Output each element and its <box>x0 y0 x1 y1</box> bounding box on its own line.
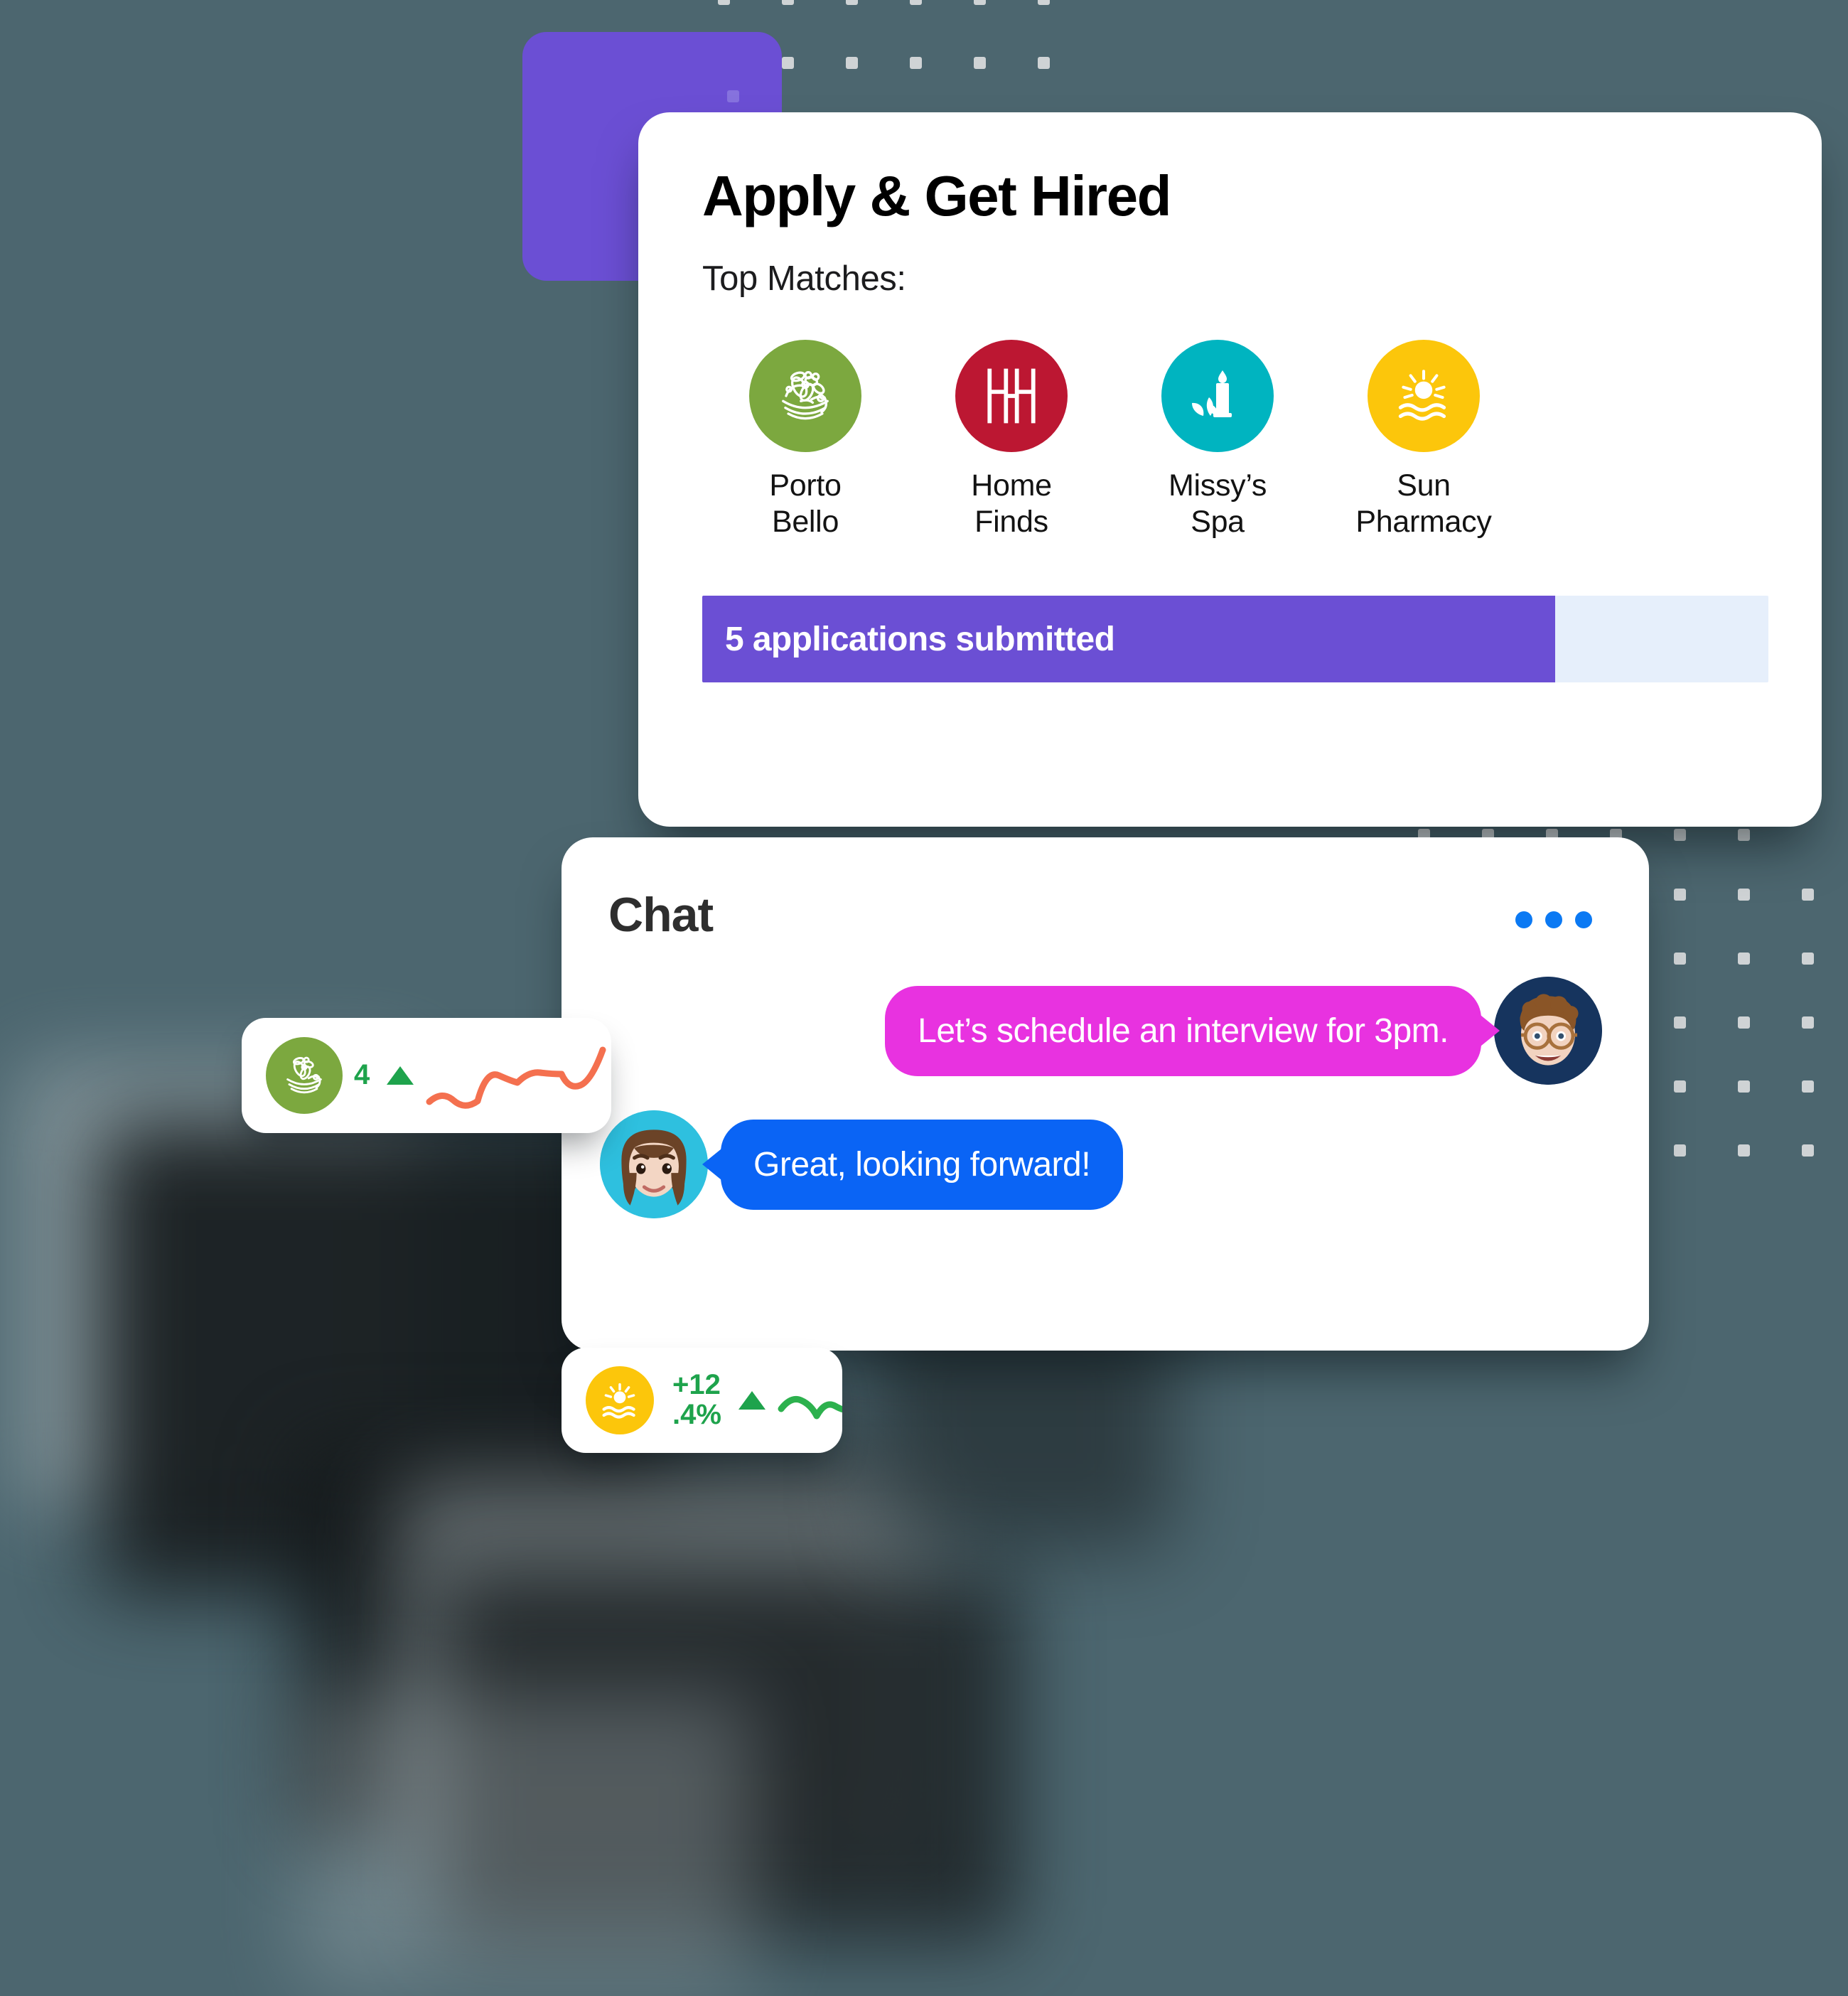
brand-name: Missy’s Spa <box>1114 468 1321 540</box>
stat-value: 4 <box>354 1059 370 1091</box>
recruiter-memoji-avatar[interactable] <box>1494 977 1602 1085</box>
applications-progress-label: 5 applications submitted <box>725 620 1115 658</box>
brand-name-line2: Spa <box>1191 505 1245 540</box>
stat-value-line2: .4% <box>672 1399 721 1430</box>
sunrise-waves-icon <box>1368 340 1480 452</box>
background-blob-light-3 <box>299 1692 753 1990</box>
brand-card-sun-pharmacy[interactable]: Sun Pharmacy <box>1321 340 1527 540</box>
brand-card-home-finds[interactable]: Home Finds <box>908 340 1114 540</box>
applications-progress-bar: 5 applications submitted <box>702 596 1768 682</box>
chat-header: Chat <box>608 887 1602 943</box>
brand-name-line2: Finds <box>974 505 1048 540</box>
dot-grid-right <box>1674 889 1848 1208</box>
brand-name: Porto Bello <box>702 468 908 540</box>
chat-title: Chat <box>608 888 714 942</box>
applications-progress-fill: 5 applications submitted <box>702 596 1555 682</box>
trend-up-icon <box>387 1066 414 1085</box>
more-horizontal-icon[interactable] <box>1515 911 1592 928</box>
trend-up-icon <box>738 1391 765 1410</box>
brand-name-line1: Sun <box>1397 468 1451 503</box>
brand-card-missys-spa[interactable]: Missy’s Spa <box>1114 340 1321 540</box>
stat-value-line1: +12 <box>672 1369 721 1401</box>
chat-card: Chat Let’s schedule an interview for 3pm… <box>562 837 1649 1351</box>
brand-name-line2: Pharmacy <box>1355 505 1492 540</box>
page-title: Apply & Get Hired <box>702 164 1172 227</box>
brand-name-line1: Missy’s <box>1168 468 1267 503</box>
h-monogram-icon <box>955 340 1068 452</box>
chat-message-row: Great, looking forward! <box>600 1110 1602 1218</box>
top-matches-label: Top Matches: <box>702 259 906 298</box>
sunrise-waves-icon <box>586 1366 654 1434</box>
brand-card-porto-bello[interactable]: Porto Bello <box>702 340 908 540</box>
stat-card-porto-bello[interactable]: 4 <box>242 1018 611 1133</box>
candle-lotus-icon <box>1161 340 1274 452</box>
stat-value: +12 .4% <box>672 1370 721 1429</box>
background-blob-3 <box>441 1571 1016 1941</box>
purple-square-dot <box>727 90 739 102</box>
salad-bowl-icon <box>749 340 861 452</box>
brand-name: Sun Pharmacy <box>1321 468 1527 540</box>
brand-name: Home Finds <box>908 468 1114 540</box>
brand-name-line1: Home <box>971 468 1052 503</box>
chat-bubble-incoming[interactable]: Great, looking forward! <box>721 1119 1124 1210</box>
salad-bowl-icon <box>266 1037 343 1114</box>
apply-get-hired-card: Apply & Get Hired Top Matches: <box>638 112 1822 827</box>
brand-match-list: Porto Bello Home Finds <box>702 340 1758 540</box>
brand-name-line2: Bello <box>771 505 839 540</box>
sparkline-chart-porto <box>426 1046 606 1109</box>
chat-message-row: Let’s schedule an interview for 3pm. <box>608 977 1602 1085</box>
brand-name-line1: Porto <box>769 468 842 503</box>
chat-bubble-outgoing[interactable]: Let’s schedule an interview for 3pm. <box>885 985 1481 1076</box>
candidate-memoji-avatar[interactable] <box>600 1110 708 1218</box>
stat-card-sun-pharmacy[interactable]: +12 .4% <box>562 1348 842 1453</box>
sparkline-chart-sun <box>778 1396 842 1420</box>
